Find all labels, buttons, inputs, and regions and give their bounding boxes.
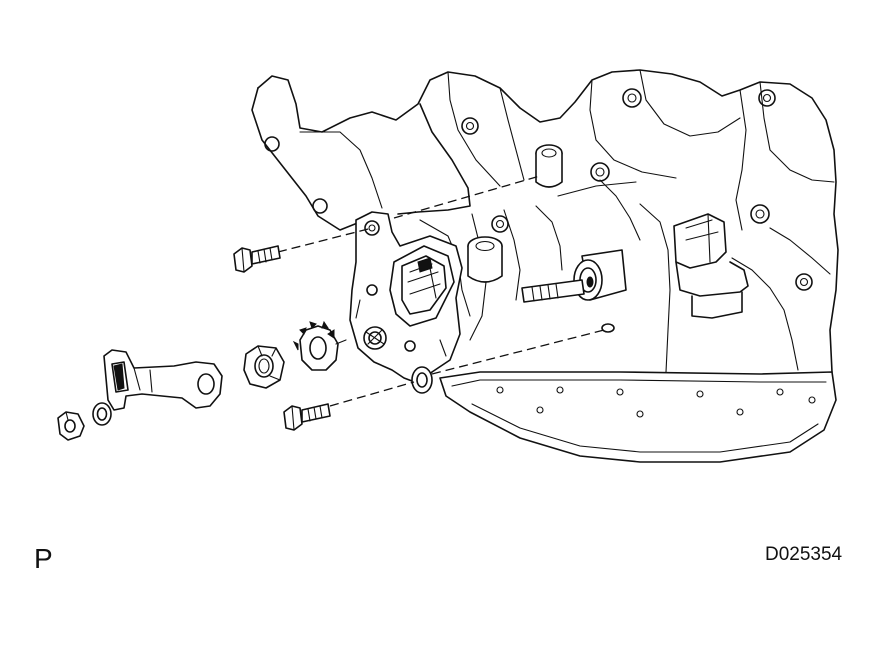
- manual-valve-shaft: [467, 144, 627, 333]
- alignment-lines: [277, 175, 605, 407]
- plain-washer: [92, 402, 112, 426]
- upper-mounting-bolt: [233, 245, 281, 273]
- lower-mounting-bolt: [283, 403, 331, 431]
- control-shaft-lever: [103, 349, 223, 411]
- hex-nut: [243, 345, 285, 389]
- small-nut: [57, 411, 85, 441]
- figure-code: D025354: [765, 544, 843, 565]
- transmission-housing: [251, 69, 839, 373]
- transmission-wire-connector: [673, 213, 749, 319]
- oil-pan: [439, 371, 837, 463]
- position-label: P: [34, 543, 53, 574]
- park-neutral-position-switch: [349, 211, 463, 394]
- lock-washer: [292, 320, 347, 371]
